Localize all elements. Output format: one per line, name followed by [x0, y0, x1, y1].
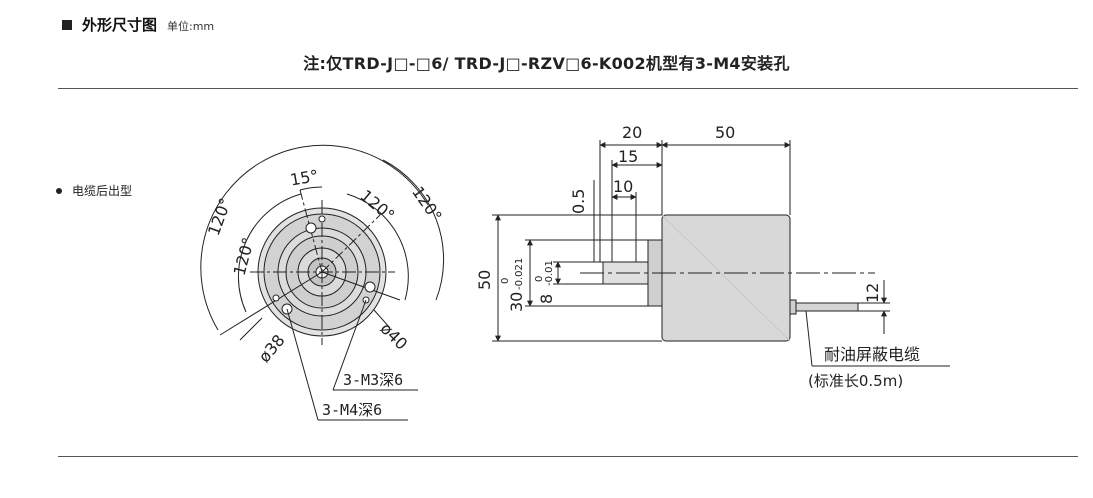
label-dim-8: 8 — [537, 294, 556, 304]
label-120-outer-left: 120° — [204, 195, 235, 238]
label-dim-30: 30 — [507, 292, 526, 312]
arc-120-outer-left — [200, 144, 429, 331]
section-title: 外形尺寸图 — [82, 16, 158, 34]
label-15-deg: 15° — [289, 166, 320, 190]
label-dim-8-tol-upper: 0 — [534, 276, 545, 282]
label-dim-8-tol-lower: -0.01 — [544, 260, 555, 286]
label-dim-30-tol-upper: 0 — [500, 278, 511, 284]
unit-label: 单位:mm — [167, 20, 215, 33]
label-3-m3: 3-M3深6 — [343, 371, 403, 389]
label-120-inner-left: 120° — [230, 235, 258, 277]
cable — [795, 302, 859, 312]
square-bullet-icon — [62, 20, 72, 30]
arc-120-outer-right — [382, 159, 445, 301]
label-120-outer-right: 120° — [408, 183, 446, 225]
front-view — [200, 144, 445, 421]
model-note: 注:仅TRD-J□-□6/ TRD-J□-RZV□6-K002机型有3-M4安装… — [303, 54, 790, 73]
side-view — [492, 140, 950, 367]
arc-120-inner-left — [237, 193, 302, 313]
bottom-divider — [58, 456, 1078, 457]
label-cable-type: 耐油屏蔽电缆 — [824, 345, 920, 364]
top-divider — [58, 88, 1078, 89]
side-view-labels: 20 50 15 10 0.5 50 30 0 -0.021 8 0 -0.01… — [475, 123, 920, 390]
label-dim-05: 0.5 — [569, 189, 588, 214]
leader-m4 — [286, 308, 319, 421]
section-header: 外形尺寸图 单位:mm — [62, 14, 214, 35]
arc-120-inner-right — [346, 193, 409, 301]
label-dia-38: ø38 — [255, 331, 289, 366]
label-3-m4: 3-M4深6 — [322, 401, 382, 419]
label-120-inner-right: 120° — [357, 186, 399, 225]
label-cable-length: (标准长0.5m) — [808, 372, 903, 390]
bullet-dot-icon — [56, 187, 62, 194]
label-dim-50-top: 50 — [715, 123, 735, 142]
leader-m3 — [332, 299, 367, 391]
bullet-label: 电缆后出型 — [72, 184, 133, 198]
label-dim-20: 20 — [622, 123, 642, 142]
bullet-item: 电缆后出型 — [56, 182, 132, 199]
label-dim-50-left: 50 — [475, 270, 494, 290]
label-dim-30-tol-lower: -0.021 — [514, 258, 525, 290]
label-dim-12: 12 — [863, 283, 882, 303]
label-dia-40: ø40 — [377, 319, 412, 354]
label-dim-10: 10 — [613, 177, 633, 196]
label-dim-15: 15 — [618, 147, 638, 166]
